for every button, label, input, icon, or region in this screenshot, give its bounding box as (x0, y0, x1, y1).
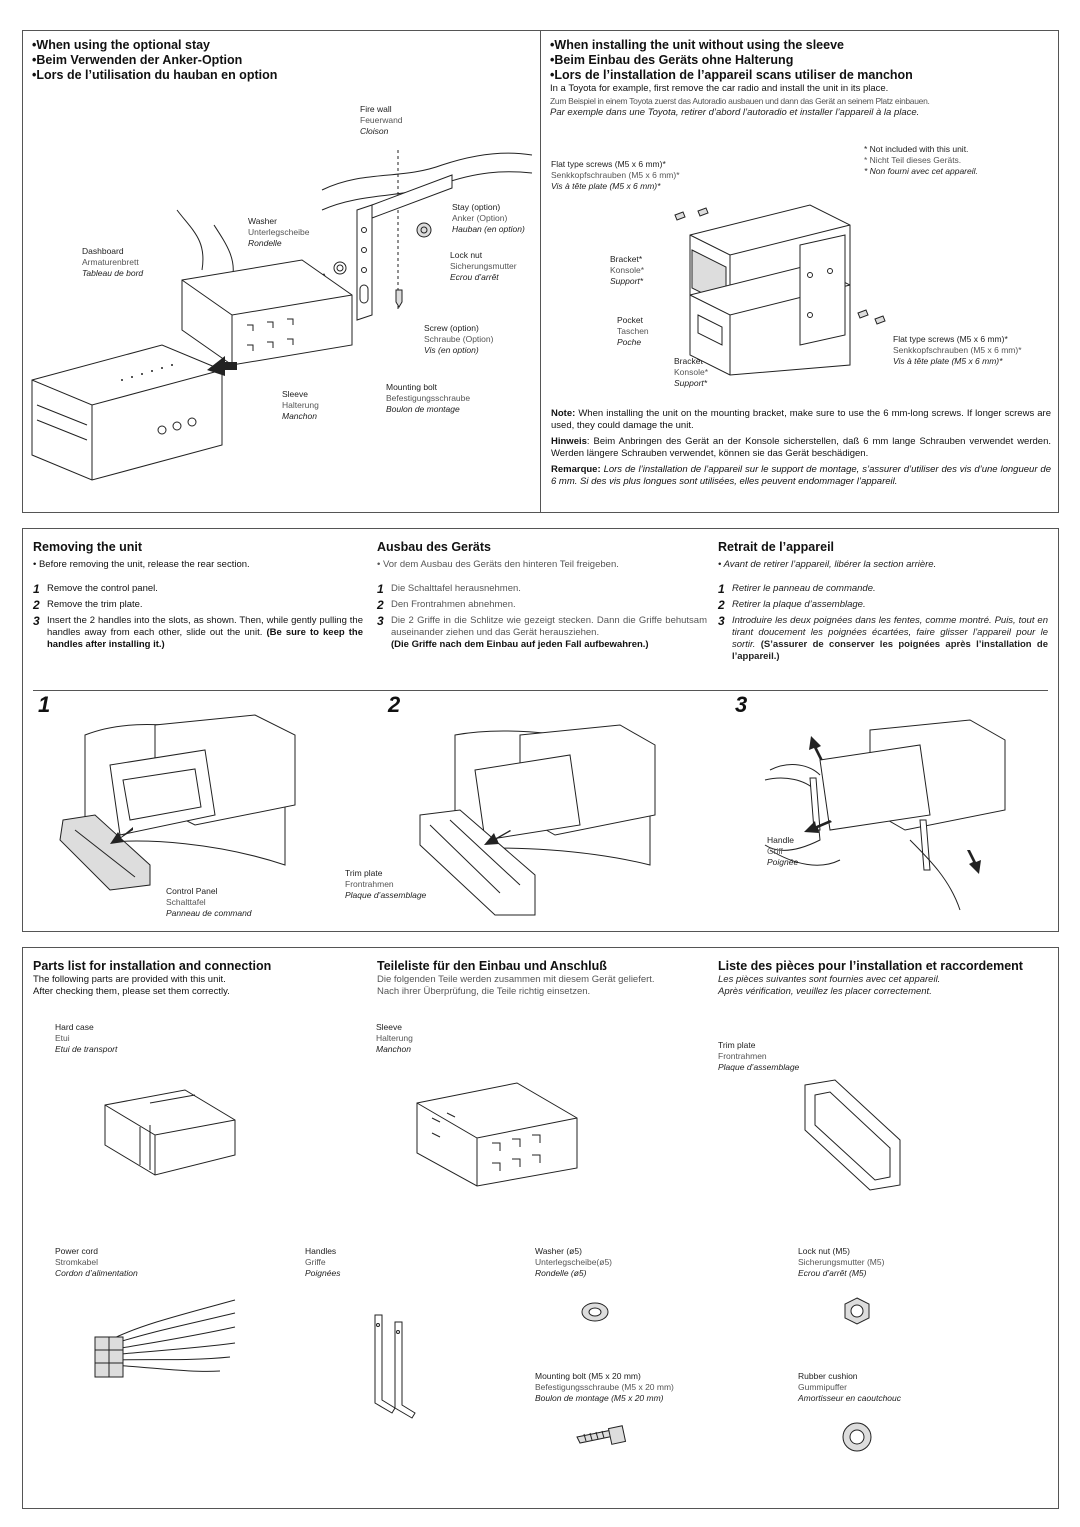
removing-en: Removing the unit • Before removing the … (33, 540, 363, 650)
optional-stay-headings: When using the optional stay Beim Verwen… (32, 38, 532, 83)
part-power-cord-label: Power cord Stromkabel Cordon d’alimentat… (55, 1246, 138, 1278)
bracket-install-illustration (674, 204, 886, 376)
label-dashboard: Dashboard Armaturenbrett Tableau de bord (82, 246, 144, 278)
not-included-note: * Not included with this unit. * Nicht T… (864, 144, 978, 176)
label-stay: Stay (option) Anker (Option) Hauban (en … (452, 202, 525, 234)
label-bracket-1: Bracket* Konsole* Support* (610, 254, 645, 286)
removing-fr: Retrait de l’appareil • Avant de retirer… (718, 540, 1049, 662)
sleeve-icon (416, 1082, 578, 1187)
parts-title-fr: Liste des pièces pour l’installation et … (718, 959, 1023, 973)
top-divider (540, 30, 541, 513)
label-trim-plate: Trim plate Frontrahmen Plaque d’assembla… (345, 868, 427, 900)
lock-nut-icon (844, 1297, 870, 1325)
label-fire-wall: Fire wall Feuerwand Cloison (360, 104, 403, 136)
mounting-bolt-icon (576, 1425, 627, 1445)
intro-fr: Par exemple dans une Toyota, retirer d’a… (550, 107, 920, 118)
handles-icon (374, 1314, 416, 1419)
part-hard-case-label: Hard case Etui Etui de transport (55, 1022, 118, 1054)
figure-3-illustration (764, 719, 1006, 911)
trim-plate-icon (804, 1079, 901, 1191)
label-screw: Screw (option) Schraube (Option) Vis (en… (424, 323, 494, 355)
label-flat-screws-2: Flat type screws (M5 x 6 mm)* Senkkopfsc… (893, 334, 1022, 366)
label-flat-screws-1: Flat type screws (M5 x 6 mm)* Senkkopfsc… (551, 159, 680, 191)
part-mounting-bolt-label: Mounting bolt (M5 x 20 mm) Befestigungss… (535, 1371, 674, 1403)
parts-title-de: Teileliste für den Einbau und Anschluß (377, 959, 607, 973)
parts-title-en: Parts list for installation and connecti… (33, 959, 272, 973)
label-mounting-bolt: Mounting bolt Befestigungsschraube Boulo… (386, 382, 471, 414)
figure-number-3: 3 (735, 692, 748, 717)
heading-en: When using the optional stay (32, 38, 532, 53)
without-sleeve-headings: When installing the unit without using t… (550, 38, 1055, 119)
heading-de: Beim Verwenden der Anker-Option (32, 53, 532, 68)
label-bracket-2: Bracket* Konsole* Support* (674, 356, 709, 388)
power-cord-icon (94, 1299, 236, 1378)
heading-fr: Lors de l’utilisation du hauban en optio… (32, 68, 532, 83)
part-handles-label: Handles Griffe Poignées (305, 1246, 341, 1278)
label-washer: Washer Unterlegscheibe Rondelle (248, 216, 310, 248)
figure-number-2: 2 (388, 692, 401, 717)
removing-title-en: Removing the unit (33, 540, 143, 554)
figure-1-illustration (59, 714, 296, 891)
removing-section (22, 528, 1059, 932)
parts-en: Parts list for installation and connecti… (33, 959, 363, 998)
heading-de: Beim Einbau des Geräts ohne Halterung (550, 53, 1055, 68)
part-lock-nut-label: Lock nut (M5) Sicherungsmutter (M5) Ecro… (798, 1246, 885, 1278)
part-washer-label: Washer (ø5) Unterlegscheibe(ø5) Rondelle… (535, 1246, 613, 1278)
hard-case-icon (104, 1089, 236, 1176)
heading-fr: Lors de l’installation de l’appareil sca… (550, 68, 1055, 83)
label-control-panel: Control Panel Schalttafel Panneau de com… (166, 886, 252, 918)
label-sleeve: Sleeve Halterung Manchon (282, 389, 319, 421)
figure-number-1: 1 (38, 692, 51, 717)
label-pocket: Pocket Taschen Poche (617, 315, 649, 347)
removing-title-fr: Retrait de l’appareil (718, 540, 835, 554)
note-fr: Remarque: Lors de l’installation de l’ap… (551, 464, 1051, 487)
part-trim-plate-label: Trim plate Frontrahmen Plaque d’assembla… (718, 1040, 800, 1072)
part-rubber-cushion-label: Rubber cushion Gummipuffer Amortisseur e… (798, 1371, 901, 1403)
label-handle: Handle Griff Poignée (767, 835, 799, 867)
parts-de: Teileliste für den Einbau und Anschluß D… (377, 959, 712, 998)
optional-stay-illustration (31, 150, 533, 481)
rubber-cushion-icon (842, 1422, 872, 1452)
washer-icon (581, 1302, 609, 1322)
figure-2-illustration (419, 724, 656, 916)
intro-en: In a Toyota for example, first remove th… (550, 83, 889, 94)
parts-fr: Liste des pièces pour l’installation et … (718, 959, 1038, 998)
figure-rule (33, 690, 1048, 691)
note-de: Hinweis: Beim Anbringen des Gerät an der… (551, 436, 1051, 459)
note-en: Note: When installing the unit on the mo… (551, 408, 1051, 431)
label-lock-nut: Lock nut Sicherungsmutter Ecrou d’arrêt (450, 250, 517, 282)
intro-de: Zum Beispiel in einem Toyota zuerst das … (550, 96, 930, 106)
removing-title-de: Ausbau des Geräts (377, 540, 491, 554)
removing-de: Ausbau des Geräts • Vor dem Ausbau des G… (377, 540, 707, 650)
install-notes: Note: When installing the unit on the mo… (551, 408, 1051, 488)
parts-section (22, 947, 1059, 1509)
heading-en: When installing the unit without using t… (550, 38, 1055, 53)
part-sleeve-label: Sleeve Halterung Manchon (376, 1022, 413, 1054)
